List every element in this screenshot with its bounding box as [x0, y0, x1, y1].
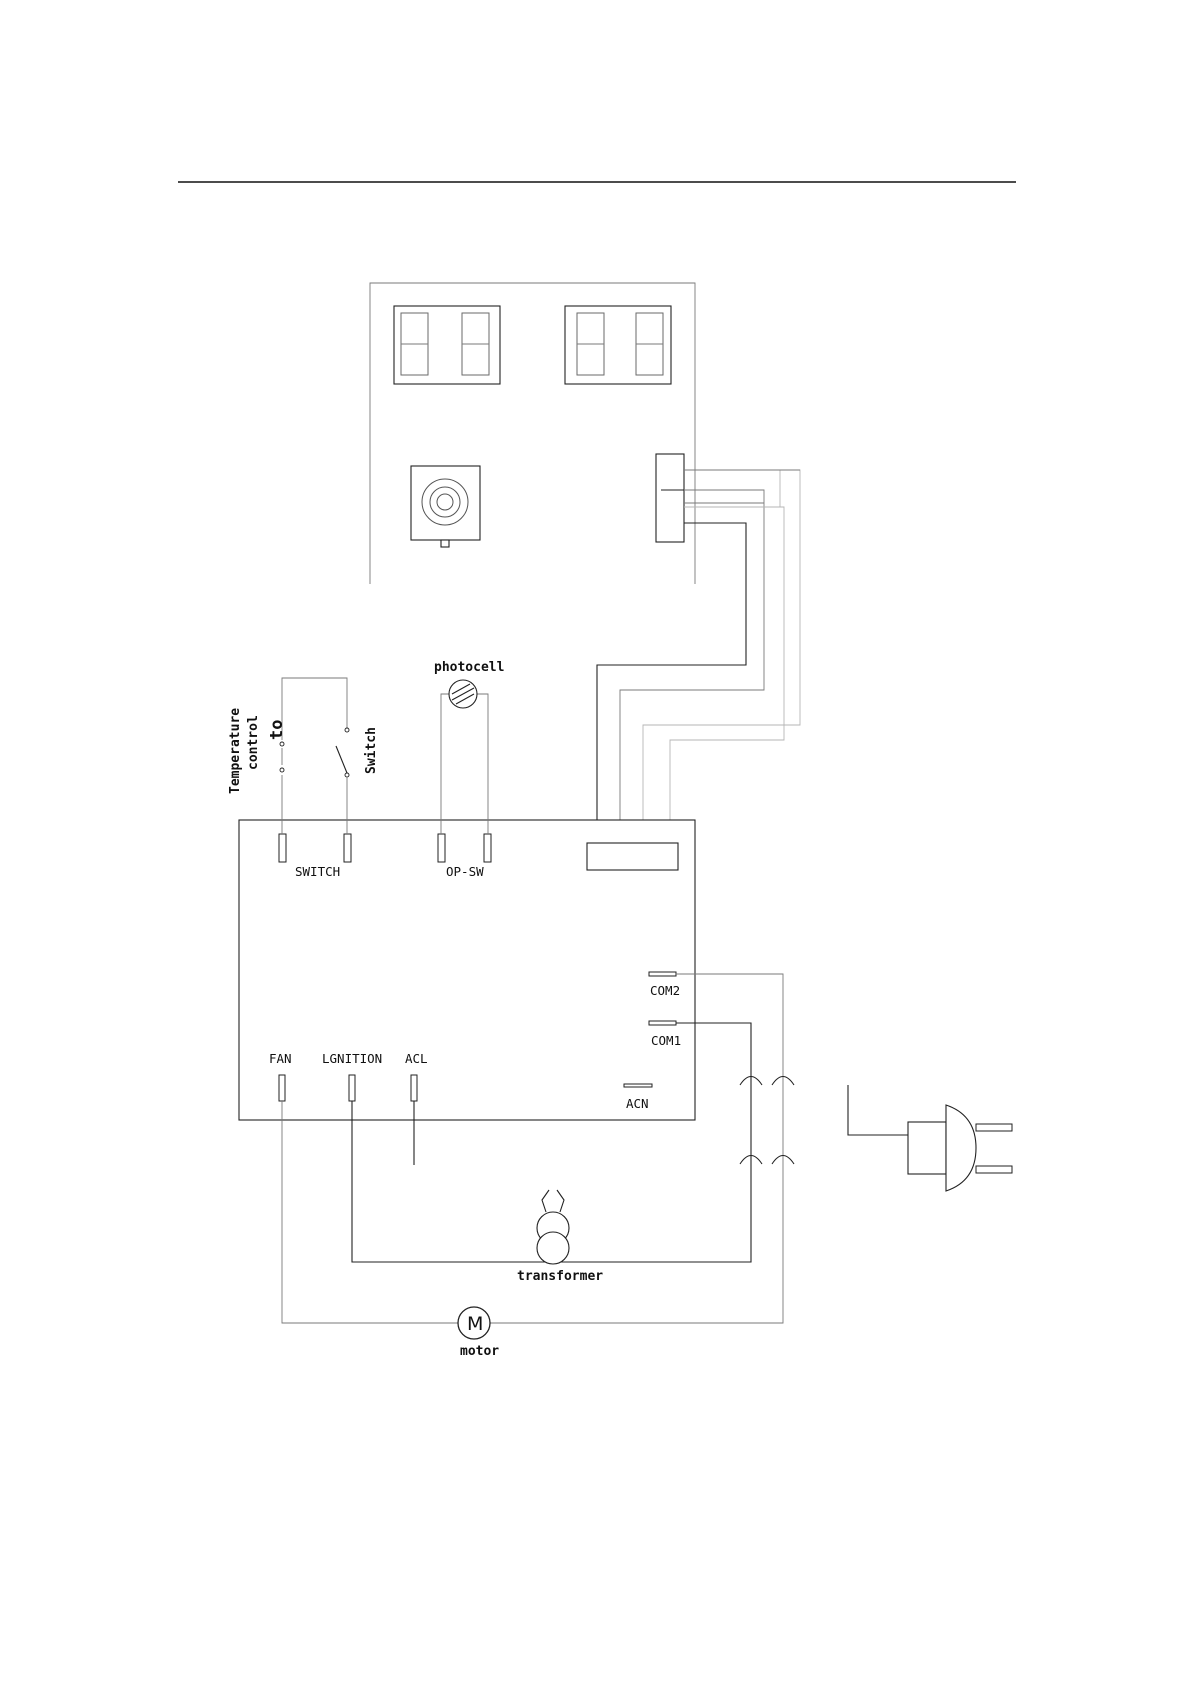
transformer-icon	[537, 1190, 569, 1264]
board-connector	[587, 843, 678, 870]
switch-wiring	[280, 678, 349, 834]
acn-terminal	[624, 1084, 652, 1087]
op-sw-terminal-1	[438, 834, 445, 862]
label-op-sw: OP-SW	[446, 864, 484, 879]
ignition-terminal	[349, 1075, 355, 1101]
com2-terminal	[649, 972, 676, 976]
photocell-icon	[449, 680, 477, 708]
label-to: to	[267, 720, 287, 740]
label-control: control	[246, 715, 261, 770]
switch-terminal-2	[344, 834, 351, 862]
ribbon-cable	[597, 470, 800, 843]
digit-display-right	[565, 306, 671, 384]
display-panel	[370, 283, 695, 584]
label-transformer: transformer	[517, 1269, 603, 1284]
label-switch-terminal: SWITCH	[295, 864, 340, 879]
label-switch-side: Switch	[364, 727, 379, 774]
rotary-knob-icon	[411, 466, 480, 547]
power-plug-icon	[848, 1085, 1012, 1191]
label-photocell: photocell	[434, 660, 504, 675]
label-acl: ACL	[405, 1051, 428, 1066]
acl-terminal	[411, 1075, 417, 1101]
op-sw-terminal-2	[484, 834, 491, 862]
fan-terminal	[279, 1075, 285, 1101]
label-com1: COM1	[651, 1033, 681, 1048]
digit-display-left	[394, 306, 500, 384]
switch-contact	[336, 746, 347, 773]
label-ignition: LGNITION	[322, 1051, 382, 1066]
label-acn: ACN	[626, 1096, 649, 1111]
label-fan: FAN	[269, 1051, 292, 1066]
label-motor: motor	[460, 1344, 499, 1359]
com1-terminal	[649, 1021, 676, 1025]
photocell-wiring	[441, 680, 488, 834]
inline-connectors	[740, 1077, 794, 1165]
label-com2: COM2	[650, 983, 680, 998]
label-motor-symbol: M	[467, 1313, 483, 1335]
switch-terminal-1	[279, 834, 286, 862]
display-connector	[656, 454, 684, 542]
label-temperature: Temperature	[228, 708, 243, 794]
